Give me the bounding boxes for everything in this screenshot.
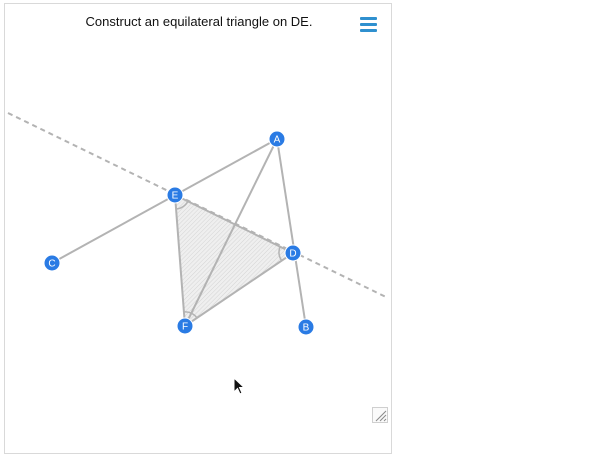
point-label-C: C xyxy=(48,259,55,270)
segment-CA[interactable] xyxy=(51,138,278,264)
point-A[interactable]: A xyxy=(268,130,286,148)
segment-EF[interactable] xyxy=(174,194,186,327)
hamburger-menu-icon[interactable] xyxy=(359,16,379,32)
point-label-D: D xyxy=(289,249,296,260)
point-C[interactable]: C xyxy=(43,254,61,272)
point-D[interactable]: D xyxy=(284,244,302,262)
segment-ED[interactable] xyxy=(174,194,294,254)
angle-mark-F xyxy=(183,311,198,319)
point-label-B: B xyxy=(303,323,310,334)
point-label-F: F xyxy=(182,322,188,333)
angle-mark-D xyxy=(278,246,283,262)
point-label-A: A xyxy=(274,135,281,146)
equilateral-triangle-DEF xyxy=(175,195,293,326)
segment-AF[interactable] xyxy=(184,138,278,327)
instruction-text: Construct an equilateral triangle on DE. xyxy=(85,14,313,29)
point-F[interactable]: F xyxy=(176,317,194,335)
point-E[interactable]: E xyxy=(166,186,184,204)
segment-AB[interactable] xyxy=(276,138,307,328)
point-B[interactable]: B xyxy=(297,318,315,336)
resize-handle-icon[interactable] xyxy=(372,407,388,423)
point-label-E: E xyxy=(172,191,179,202)
angle-mark-E xyxy=(175,200,189,210)
mouse-pointer-icon xyxy=(233,377,246,395)
segment-FD[interactable] xyxy=(184,252,294,327)
